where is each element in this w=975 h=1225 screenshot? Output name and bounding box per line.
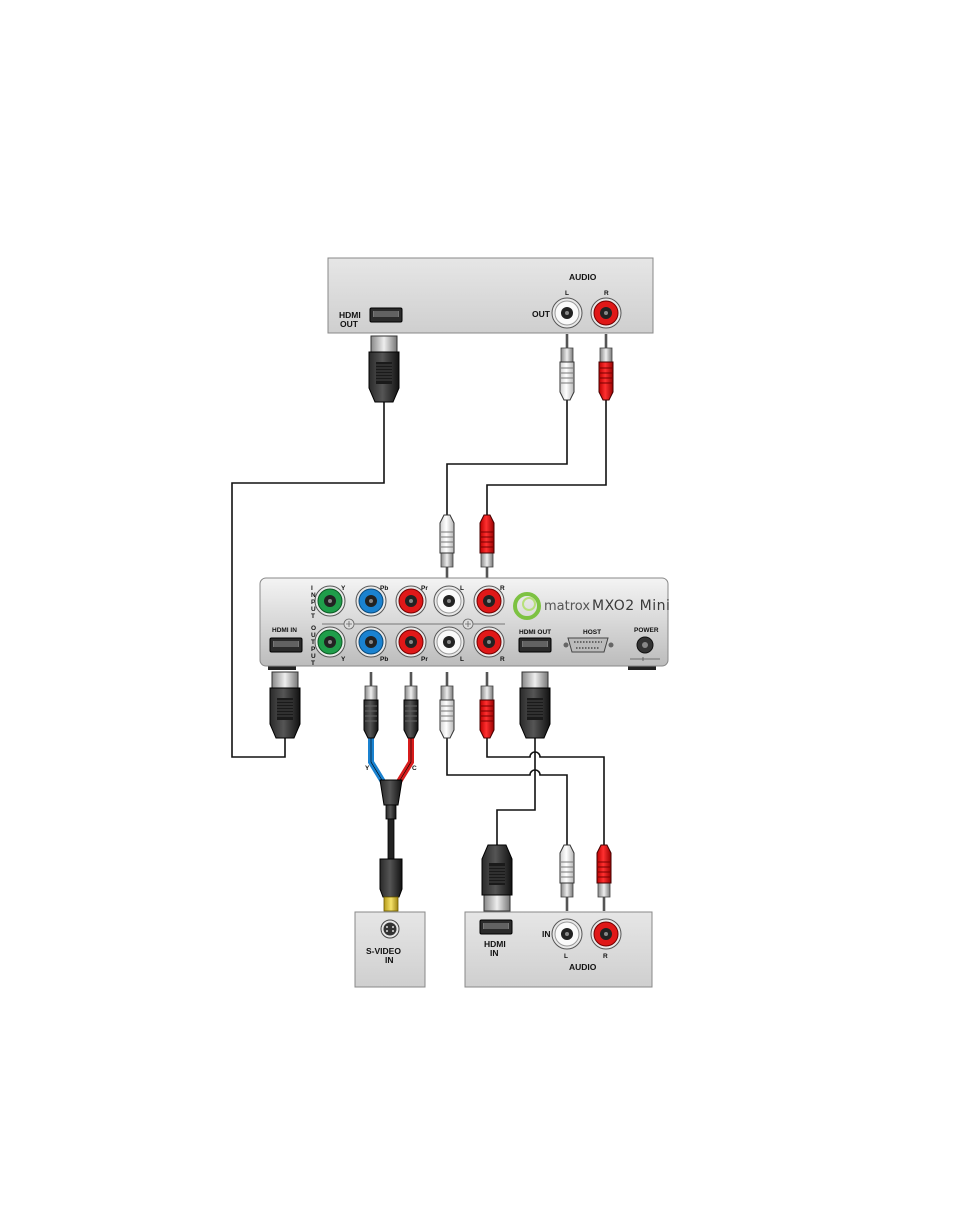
mxo2-power-label: POWER [634,627,659,634]
mxo2-output-r-jack [474,627,504,657]
source-left-label: L [565,290,569,297]
mxo2-input-pb-label: Pb [380,585,388,592]
audio-cable-left-mxo2-to-target [447,738,567,850]
mxo2-output-white-rca-plug [440,672,454,738]
mxo2-input-red-rca-plug [480,515,494,581]
matrox-brand-text: matrox [544,599,590,614]
target-right-label: R [603,953,608,960]
target-hdmi-label-line2: IN [490,948,499,958]
mxo2-input-l-label: L [460,585,464,592]
source-audio-label: AUDIO [569,272,597,282]
source-white-rca-plug [560,334,574,400]
mxo2-output-y-label: Y [341,656,346,663]
svideo-label-line1: S-VIDEO [366,946,401,956]
source-audio-out-label: OUT [532,309,551,319]
target-audio-label: AUDIO [569,962,597,972]
mxo2-hdmi-out-plug [520,672,550,738]
mxo2-output-pr-jack [396,627,426,657]
source-audio-right-jack [591,298,621,328]
source-hdmi-label-line2: OUT [340,319,359,329]
source-red-rca-plug [599,334,613,400]
target-red-rca-plug [597,845,611,911]
target-white-rca-plug [560,845,574,911]
mxo2-hdmi-in-port [270,638,302,652]
mxo2-output-y-jack [315,627,345,657]
mxo2-output-pr-label: Pr [421,656,428,663]
svideo-y-plug [364,672,378,738]
audio-cable-right-mxo2-to-target [487,738,604,850]
target-audio-left-jack [552,919,582,949]
mxo2-output-red-rca-plug [480,672,494,738]
hdmi-cable-mxo2-to-target [497,738,535,845]
mxo2-model-text: MXO2 Mini [592,598,670,614]
target-device: HDMI IN IN L R AUDIO [465,912,652,987]
mxo2-input-white-rca-plug [440,515,454,581]
mxo2-hdmi-in-plug [270,672,300,738]
mxo2-host-label: HOST [583,629,601,636]
source-right-label: R [604,290,609,297]
mxo2-input-r-label: R [500,585,505,592]
target-hdmi-in-port [480,920,512,934]
target-audio-right-jack [591,919,621,949]
mxo2-hdmi-out-label: HDMI OUT [519,629,551,636]
mxo2-output-l-label: L [460,656,464,663]
target-plugs [482,845,611,911]
mxo2-output-pb-jack [356,627,386,657]
target-audio-in-label: IN [542,929,551,939]
source-device: HDMI OUT AUDIO L R OUT [328,258,653,333]
target-hdmi-plug [482,845,512,911]
mxo2-hdmi-out-port [519,638,551,652]
mxo2-output-plugs [270,672,550,738]
mxo2-output-r-label: R [500,656,505,663]
svideo-y-label: Y [365,765,370,772]
mxo2-output-pb-label: Pb [380,656,388,663]
mxo2-input-plugs [440,515,494,581]
svideo-c-plug [404,672,418,738]
source-plugs [369,334,613,402]
audio-cable-left-source-to-mxo2 [447,398,567,515]
mxo2-hdmi-in-label: HDMI IN [272,627,297,634]
svideo-in-port [381,920,399,938]
source-hdmi-out-port [370,308,402,322]
mxo2-input-pr-label: Pr [421,585,428,592]
mxo2-output-l-jack [434,627,464,657]
target-left-label: L [564,953,568,960]
source-hdmi-plug [369,336,399,402]
svideo-device: S-VIDEO IN [355,912,425,987]
audio-cable-right-source-to-mxo2 [487,398,606,515]
svideo-label-line2: IN [385,955,394,965]
source-audio-left-jack [552,298,582,328]
svideo-c-label: C [412,765,417,772]
mxo2-input-y-label: Y [341,585,346,592]
svideo-splitter-cable: Y C [365,738,417,911]
